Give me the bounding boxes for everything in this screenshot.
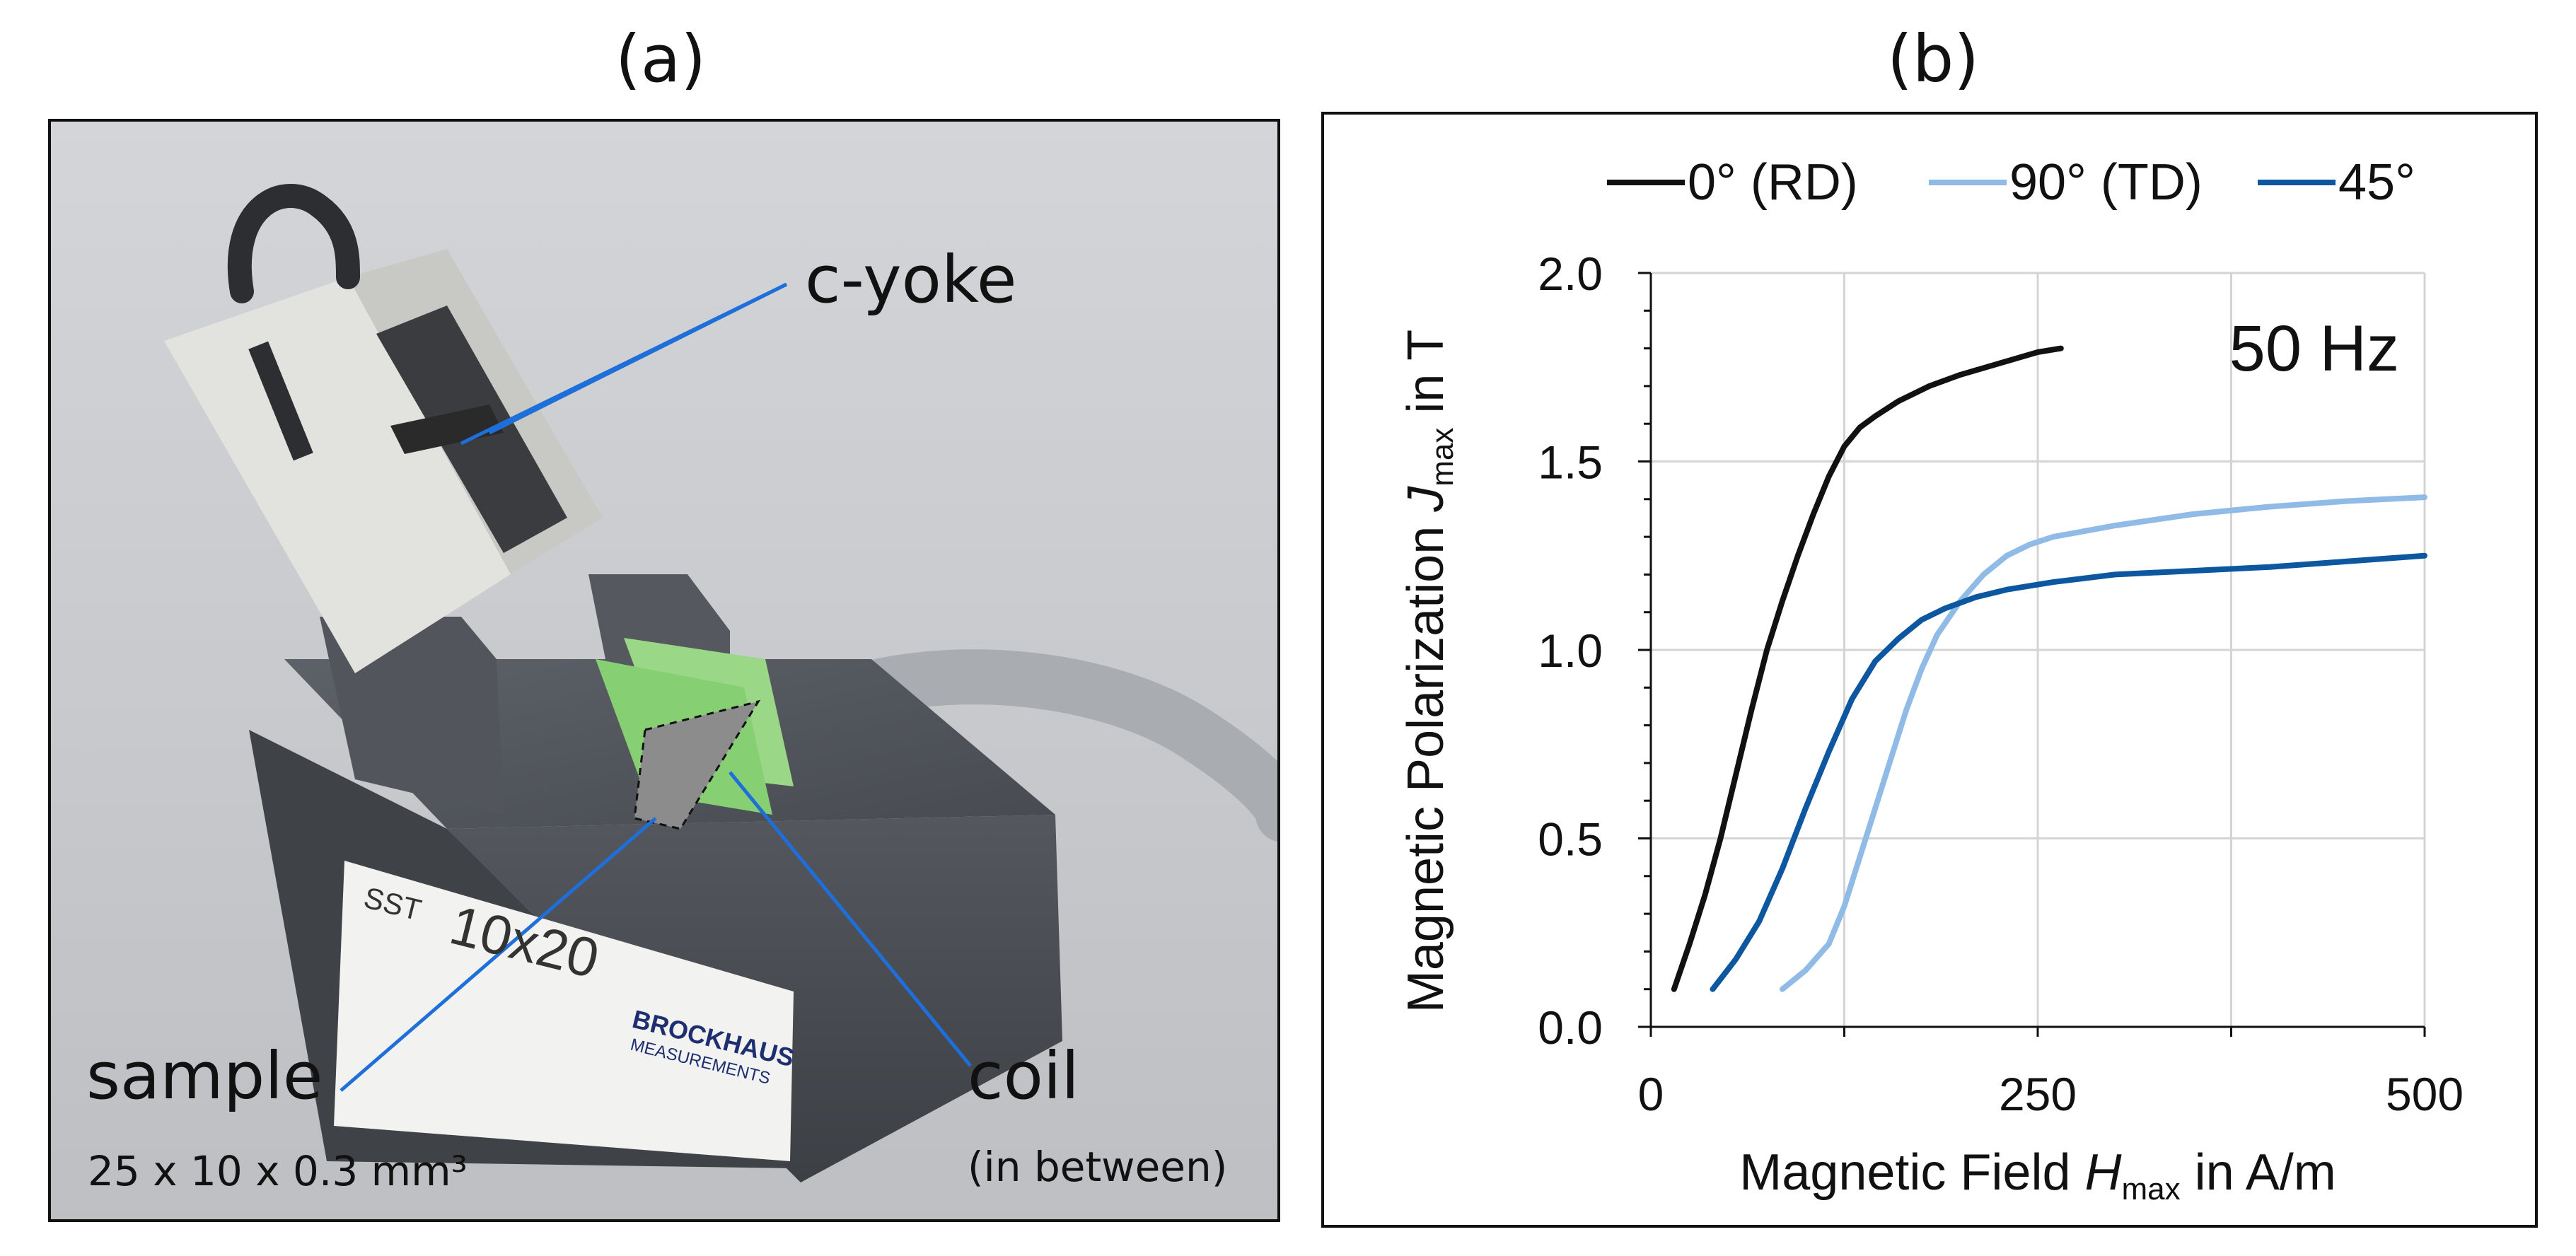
sst-device-photo: SST 10x20 BROCKHAUS MEASUREMENTS c-yoke … (48, 119, 1280, 1222)
coil-pointer (729, 771, 972, 1067)
coil-label: coil (968, 1038, 1079, 1114)
series-line-1 (1779, 494, 2427, 992)
frequency-annotation: 50 Hz (2229, 313, 2399, 385)
x-tick-label: 250 (1999, 1068, 2077, 1120)
sample-pointer (340, 817, 657, 1092)
c-yoke-pointer-2 (488, 282, 788, 435)
cable (801, 649, 1277, 842)
panel-b-label: (b) (1887, 21, 1980, 97)
sample-label: sample (86, 1038, 323, 1114)
y-tick-label: 1.5 (1538, 436, 1603, 489)
c-yoke-label: c-yoke (805, 242, 1017, 318)
sample-strip (633, 699, 761, 830)
c-yoke-bar (390, 405, 504, 454)
device-label-plate (334, 861, 794, 1161)
x-tick-label: 500 (2386, 1068, 2464, 1120)
coil-note-label: (in between) (968, 1143, 1228, 1191)
yoke-nameplate (248, 341, 313, 461)
y-axis-title: Magnetic Polarization Jmax in T (1398, 330, 1460, 1013)
photo-illustration: SST 10x20 BROCKHAUS MEASUREMENTS (51, 122, 1277, 1219)
series-line-2 (1710, 552, 2427, 992)
legend-label-2: 45° (2338, 154, 2415, 211)
x-axis-title: Magnetic Field Hmax in A/m (1739, 1144, 2336, 1206)
legend-label-0: 0° (RD) (1688, 154, 1858, 211)
y-tick-label: 1.0 (1538, 624, 1603, 677)
sample-dimensions-label: 25 x 10 x 0.3 mm³ (88, 1147, 468, 1195)
y-tick-label: 2.0 (1538, 248, 1603, 300)
legend-label-1: 90° (TD) (2009, 154, 2203, 211)
yoke-handle (227, 184, 360, 303)
y-tick-label: 0.0 (1538, 1001, 1603, 1054)
y-tick-label: 0.5 (1538, 813, 1603, 866)
x-tick-label: 0 (1638, 1068, 1664, 1120)
series-line-0 (1671, 345, 2064, 992)
panel-a-label: (a) (615, 21, 707, 97)
yoke-housing-front (164, 277, 511, 673)
